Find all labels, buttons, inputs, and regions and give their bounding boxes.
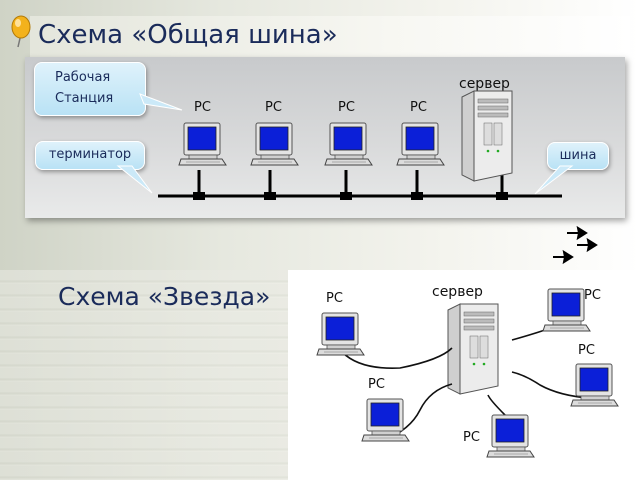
- star-title: Схема «Звезда»: [58, 282, 271, 311]
- arrow-icons: [553, 225, 598, 265]
- bus-pc-label: PC: [338, 100, 355, 115]
- bus-callout: шина: [547, 142, 609, 170]
- workstation-callout-line1: Рабочая: [55, 70, 111, 85]
- star-pc-computer: [316, 312, 365, 356]
- title-strip: [30, 16, 630, 58]
- workstation-callout-line2: Станция: [55, 91, 114, 106]
- star-server-computer: [447, 303, 499, 395]
- terminator-callout-tail: [116, 165, 153, 194]
- workstation-callout: Рабочая Станция: [34, 62, 146, 116]
- bus-server-label: сервер: [459, 76, 510, 92]
- star-pc-label: PC: [326, 291, 343, 306]
- workstation-callout-tail: [139, 93, 183, 111]
- bus-pc-label: PC: [265, 100, 282, 115]
- background-papers: [0, 270, 300, 480]
- bus-pc-label: PC: [194, 100, 211, 115]
- bus-callout-tail: [534, 165, 574, 195]
- bus-drop-cables: [197, 170, 504, 192]
- page-title: Схема «Общая шина»: [38, 20, 338, 50]
- star-server-label: сервер: [432, 284, 483, 300]
- pushpin-icon: [11, 15, 31, 48]
- star-pc-label: PC: [368, 377, 385, 392]
- star-pc-computer: [570, 363, 619, 407]
- star-pc-label: PC: [463, 430, 480, 445]
- star-pc-computer: [542, 288, 591, 332]
- star-pc-computer: [486, 414, 535, 458]
- bus-connectors: [193, 192, 508, 200]
- terminator-callout: терминатор: [35, 141, 145, 170]
- bus-pc-label: PC: [410, 100, 427, 115]
- star-pc-label: PC: [584, 288, 601, 303]
- star-pc-label: PC: [578, 343, 595, 358]
- star-pc-computer: [361, 398, 410, 442]
